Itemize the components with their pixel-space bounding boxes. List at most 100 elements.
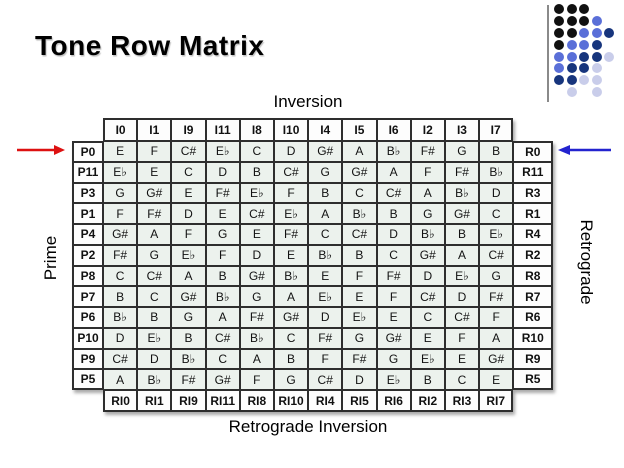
matrix-cell: B — [103, 286, 138, 307]
col-footer-cell: RI10 — [273, 390, 309, 412]
matrix-cell: B — [444, 224, 480, 245]
matrix-cell: B — [342, 244, 377, 266]
col-footer-cell: RI7 — [479, 390, 514, 412]
decorative-dot — [566, 51, 577, 62]
decorative-dot — [554, 63, 565, 74]
matrix-cell: A — [171, 265, 206, 287]
matrix-cell: D — [479, 182, 514, 204]
matrix-cell: F — [205, 244, 240, 266]
matrix-cell: F — [444, 327, 480, 349]
matrix-cell: G# — [479, 348, 514, 370]
matrix-cell: G — [239, 286, 274, 307]
matrix-cell: D — [171, 203, 206, 224]
row-header-cell: P3 — [72, 182, 103, 204]
decorative-dot — [591, 51, 602, 62]
row-footer-cell: R0 — [513, 141, 554, 162]
decorative-dot — [591, 75, 602, 86]
matrix-cell: C — [171, 161, 206, 183]
row-footer-cell: R11 — [513, 161, 554, 183]
row-header-cell: P6 — [72, 307, 103, 328]
matrix-cell: E — [479, 369, 514, 390]
matrix-cell: D — [273, 141, 309, 162]
matrix-cell: E — [444, 348, 480, 370]
matrix-cell: G# — [342, 161, 377, 183]
matrix-cell: G — [444, 141, 480, 162]
matrix-cell: C — [479, 203, 514, 224]
matrix-cell: D — [342, 369, 377, 390]
matrix-cell: C# — [239, 203, 274, 224]
matrix-cell: E♭ — [376, 369, 411, 390]
matrix-cell: E♭ — [444, 265, 480, 287]
matrix-cell: C — [273, 327, 309, 349]
matrix-cell: C# — [308, 369, 343, 390]
matrix-cell: A — [376, 161, 411, 183]
decorative-dot — [554, 75, 565, 86]
matrix-cell: E — [308, 265, 343, 287]
row-header-cell: P0 — [72, 141, 103, 162]
matrix-cell: G# — [444, 203, 480, 224]
decorative-dot — [579, 75, 590, 86]
decorative-dot — [566, 75, 577, 86]
matrix-cell: E — [239, 224, 274, 245]
matrix-cell: A — [205, 307, 240, 328]
decorative-dot — [591, 15, 602, 26]
decorative-dot — [579, 3, 590, 14]
matrix-cell: B♭ — [239, 327, 274, 349]
col-footer-cell: RI5 — [342, 390, 377, 412]
matrix-cell: B♭ — [308, 244, 343, 266]
col-footer-cell: RI4 — [308, 390, 343, 412]
col-header-cell: I5 — [342, 118, 377, 141]
matrix-cell: B♭ — [171, 348, 206, 370]
row-header-cell: P1 — [72, 203, 103, 224]
matrix-cell: C# — [103, 348, 138, 370]
row-header-cell: P5 — [72, 369, 103, 390]
matrix-cell: F# — [410, 141, 445, 162]
matrix-cell: F — [342, 265, 377, 287]
matrix-cell: C — [376, 244, 411, 266]
matrix-cell: D — [376, 224, 411, 245]
matrix-cell: B — [273, 348, 309, 370]
matrix-cell: G — [308, 161, 343, 183]
decorative-dot-gap — [603, 86, 616, 98]
matrix-cell: F# — [444, 161, 480, 183]
decorative-dot — [554, 27, 565, 38]
matrix-cell: F# — [479, 286, 514, 307]
col-footer-cell: RI6 — [376, 390, 411, 412]
row-header-cell: P11 — [72, 161, 103, 183]
matrix-cell: F# — [103, 244, 138, 266]
matrix-cell: F — [137, 141, 172, 162]
matrix-cell: G# — [205, 369, 240, 390]
retrograde-axis-label: Retrograde — [577, 219, 596, 305]
matrix-cell: F# — [205, 182, 240, 204]
matrix-cell: G# — [273, 307, 309, 328]
row-header-cell: P8 — [72, 265, 103, 287]
row-footer-cell: R9 — [513, 348, 554, 370]
decorative-dot-gap — [591, 3, 604, 15]
decorative-dot-gap — [603, 3, 616, 15]
col-header-cell: I1 — [137, 118, 172, 141]
matrix-cell: F# — [171, 369, 206, 390]
decorative-dot — [554, 51, 565, 62]
matrix-cell: C# — [410, 286, 445, 307]
matrix-cell: A — [103, 369, 138, 390]
matrix-cell: A — [273, 286, 309, 307]
matrix-cell: E — [171, 182, 206, 204]
col-header-cell: I10 — [273, 118, 309, 141]
retrograde-row-arrow-icon — [558, 145, 611, 155]
decorative-dot-gap — [603, 62, 616, 74]
decorative-dot — [554, 3, 565, 14]
matrix-cell: G — [205, 224, 240, 245]
row-header-cell: P2 — [72, 244, 103, 266]
matrix-cell: G# — [308, 141, 343, 162]
matrix-cell: B♭ — [376, 141, 411, 162]
matrix-cell: E♭ — [137, 327, 172, 349]
matrix-cell: F# — [137, 203, 172, 224]
matrix-cell: D — [308, 307, 343, 328]
decorative-dot — [579, 27, 590, 38]
matrix-cell: F# — [273, 224, 309, 245]
matrix-cell: A — [137, 224, 172, 245]
row-footer-cell: R1 — [513, 203, 554, 224]
matrix-cell: E♭ — [342, 307, 377, 328]
decorative-dot — [566, 15, 577, 26]
